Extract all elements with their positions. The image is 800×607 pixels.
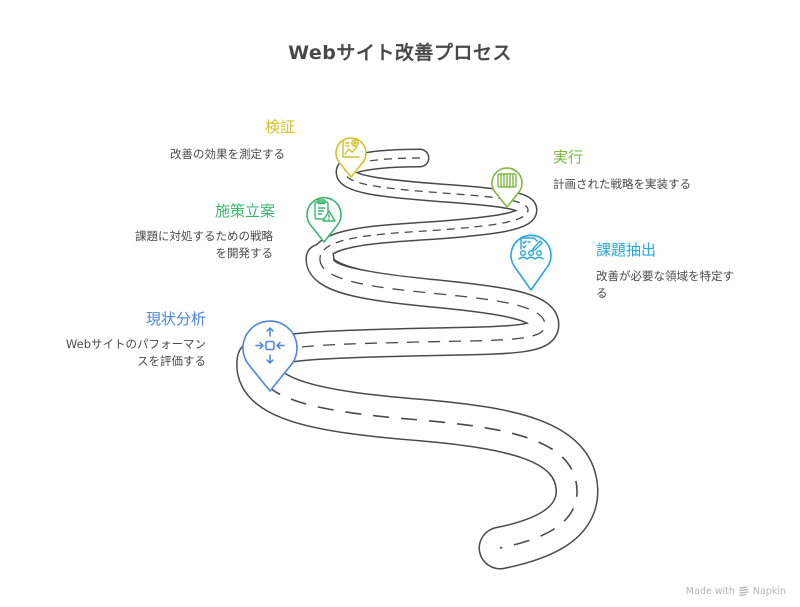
pin-plan[interactable] (304, 191, 344, 245)
road-surface (237, 340, 597, 568)
chart-plus-icon (342, 139, 360, 158)
pin-extract[interactable] (509, 227, 553, 293)
napkin-logo-icon (739, 586, 749, 597)
watermark: Made with Napkin (686, 586, 786, 597)
stage-title-execute: 実行 (553, 148, 584, 166)
stage-title-verify: 検証 (265, 118, 296, 136)
stage-title-extract: 課題抽出 (596, 241, 657, 259)
stage-desc-extract-line: 改善が必要な領域を特定す (596, 269, 734, 283)
focus-arrows-icon (255, 327, 285, 364)
pin-analyze[interactable] (241, 314, 299, 394)
stage-title-plan: 施策立案 (214, 202, 275, 220)
stage-desc-extract-line: る (596, 286, 608, 300)
pin-verify[interactable] (333, 132, 369, 180)
pin-execute[interactable] (489, 162, 525, 210)
watermark-brand: Napkin (752, 586, 786, 597)
stage-desc-extract: 改善が必要な領域を特定す る (596, 268, 756, 302)
watermark-prefix: Made with (685, 586, 735, 597)
page-title: Webサイト改善プロセス (288, 42, 512, 64)
columns-icon (497, 173, 517, 188)
stage-title-analyze: 現状分析 (145, 310, 206, 328)
clipboard-warning-icon (314, 199, 336, 222)
stage-desc-analyze-line: スを評価する (137, 354, 206, 368)
stage-desc-plan-line: を開発する (215, 246, 274, 260)
stage-desc-plan: 課題に対処するための戦略 を開発する (135, 228, 273, 262)
stage-desc-analyze: Webサイトのパフォーマン スを評価する (66, 336, 206, 370)
stage-desc-plan-line: 課題に対処するための戦略 (135, 229, 273, 243)
team-checklist-icon (518, 237, 544, 260)
stage-desc-analyze-line: Webサイトのパフォーマン (65, 337, 206, 351)
stage-desc-execute: 計画された戦略を実装する (553, 177, 691, 191)
stage-desc-verify: 改善の効果を測定する (170, 147, 285, 161)
road-surface (245, 245, 558, 373)
road-center-line (256, 359, 578, 549)
